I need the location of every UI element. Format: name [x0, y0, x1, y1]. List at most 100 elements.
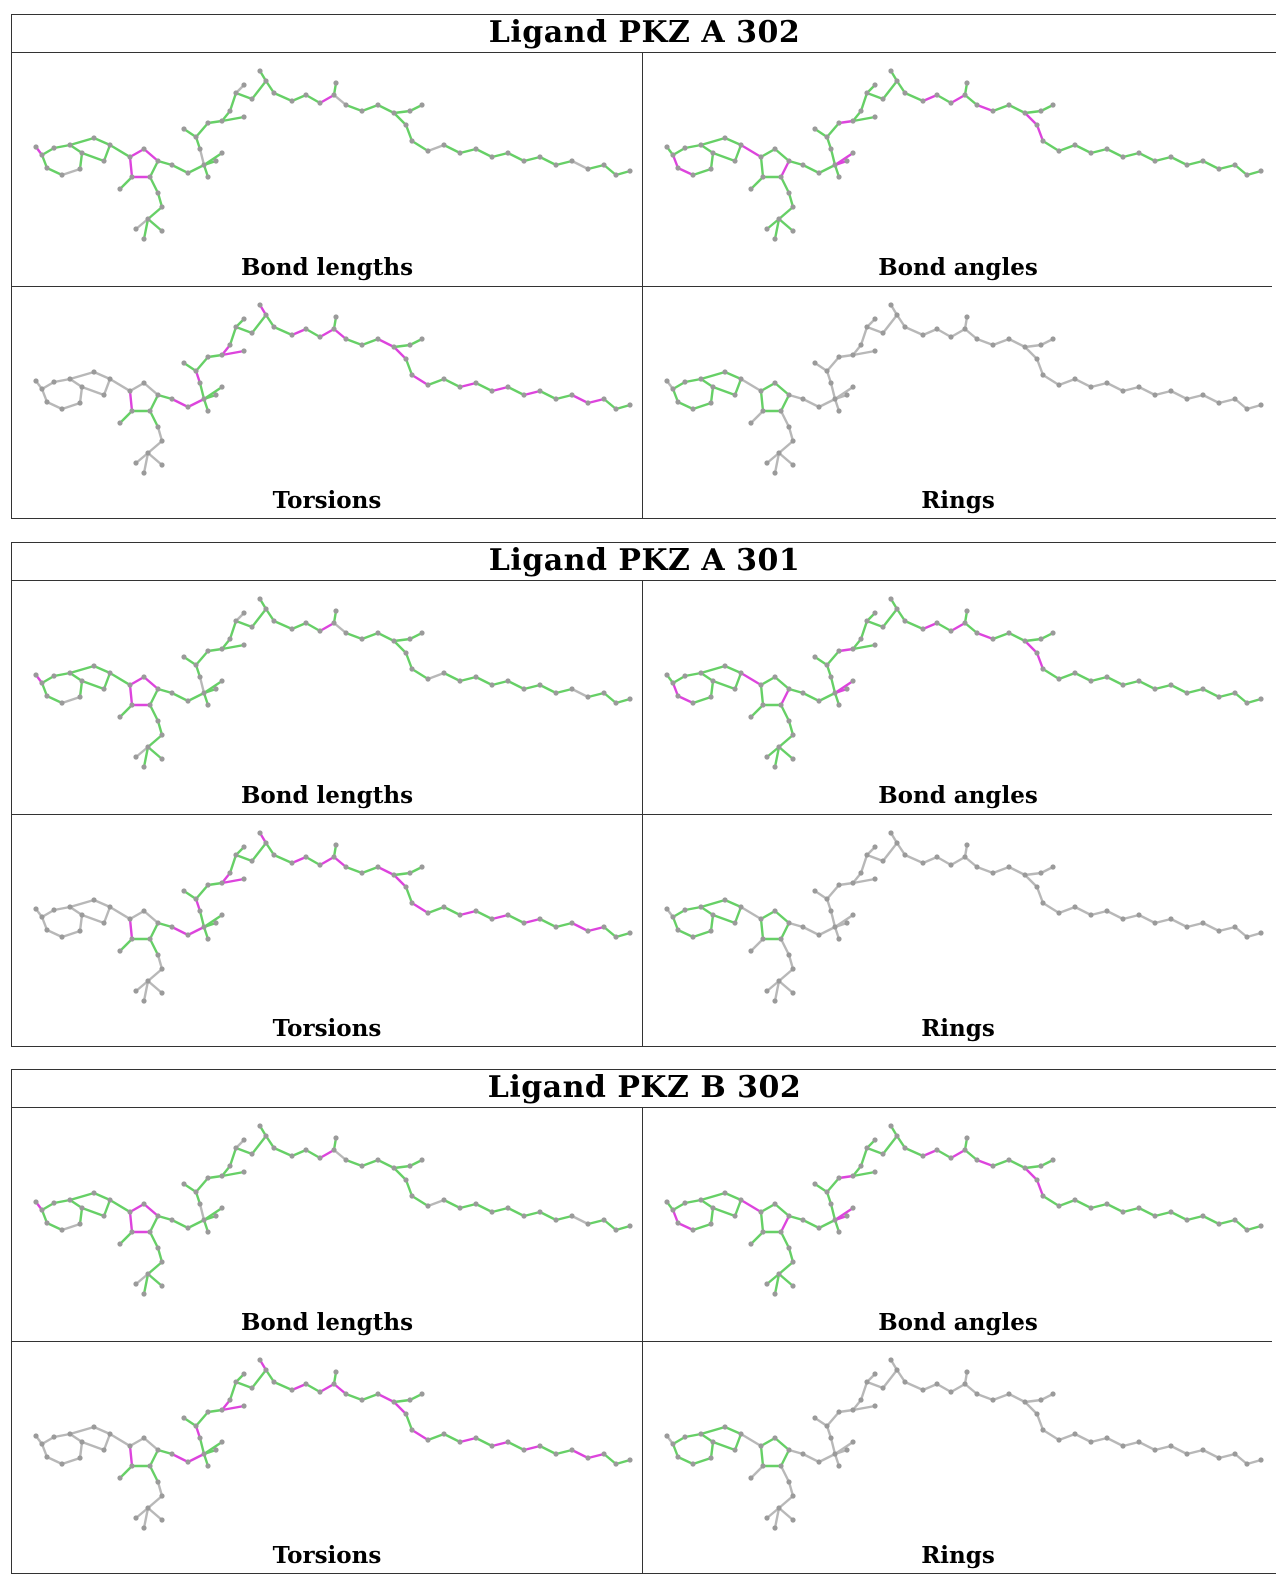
atom: [902, 852, 908, 858]
atom: [850, 646, 856, 652]
atom: [441, 1197, 447, 1203]
atom: [962, 326, 968, 332]
atom: [844, 920, 850, 926]
bond: [360, 865, 380, 875]
bond: [749, 937, 765, 953]
atom: [872, 1137, 878, 1143]
bond: [1201, 1214, 1221, 1226]
atom: [521, 158, 527, 164]
atom: [1258, 930, 1264, 936]
atom: [33, 378, 39, 384]
bond: [779, 409, 791, 429]
atom: [690, 700, 696, 706]
bond: [963, 1148, 979, 1162]
bond: [148, 393, 160, 413]
atom: [812, 126, 818, 132]
bond: [146, 733, 164, 749]
bond: [779, 1214, 791, 1234]
bond: [865, 853, 885, 863]
bond: [506, 1206, 526, 1218]
bond: [522, 1444, 542, 1452]
bond: [709, 151, 715, 171]
molecule-diagram: [664, 1123, 1264, 1297]
atom: [828, 908, 834, 914]
atom: [263, 1133, 269, 1139]
bond: [1089, 1436, 1109, 1444]
atom: [1022, 638, 1028, 644]
bond: [773, 909, 791, 925]
atom: [67, 904, 73, 910]
bond: [1073, 143, 1093, 155]
bond: [1023, 639, 1039, 655]
atom: [698, 670, 704, 676]
atom: [664, 1199, 670, 1205]
bond: [723, 664, 743, 675]
bond: [142, 147, 160, 163]
atom: [758, 916, 764, 922]
atom: [155, 158, 161, 164]
atom: [333, 80, 339, 86]
atom: [962, 1381, 968, 1387]
atom: [902, 1145, 908, 1151]
atom: [375, 102, 381, 108]
atom: [1050, 864, 1056, 870]
bond: [45, 928, 64, 939]
atom: [391, 638, 397, 644]
atom: [682, 673, 688, 679]
atom: [101, 920, 107, 926]
atom: [205, 354, 211, 360]
atom: [738, 670, 744, 676]
bond: [360, 103, 380, 113]
atom: [816, 932, 822, 938]
bond: [392, 873, 408, 889]
bond: [759, 1444, 765, 1468]
bond: [538, 683, 558, 695]
bond: [426, 671, 446, 681]
atom: [133, 460, 139, 466]
atom: [682, 145, 688, 151]
atom: [1072, 376, 1078, 382]
atom: [473, 1435, 479, 1441]
bond: [1023, 637, 1043, 643]
bond: [1023, 109, 1043, 115]
bond: [392, 637, 412, 643]
molecule-diagram: [664, 1357, 1264, 1531]
atom: [772, 1291, 778, 1297]
bond: [134, 451, 150, 465]
atom: [117, 714, 123, 720]
bond: [134, 1506, 150, 1520]
bond: [699, 664, 727, 675]
atom: [145, 450, 151, 456]
bond: [344, 865, 364, 875]
atom: [710, 384, 716, 390]
atom: [219, 118, 225, 124]
atom: [872, 610, 878, 616]
bond: [975, 631, 995, 641]
atom: [359, 342, 365, 348]
atom: [419, 102, 425, 108]
atom: [1168, 388, 1174, 394]
atom: [764, 754, 770, 760]
atom: [1040, 900, 1046, 906]
atom: [1034, 1177, 1040, 1183]
atom: [708, 928, 714, 934]
bond: [691, 1456, 713, 1466]
atom: [67, 1431, 73, 1437]
bond: [903, 1380, 925, 1392]
bond: [68, 898, 96, 909]
bond: [228, 1380, 238, 1402]
atom: [155, 1479, 161, 1485]
atom: [858, 1397, 864, 1403]
atom: [786, 1479, 792, 1485]
bond: [963, 327, 979, 341]
bond: [442, 1198, 462, 1210]
atom: [391, 1399, 397, 1405]
atom: [698, 1197, 704, 1203]
atom: [473, 1201, 479, 1207]
bond: [194, 1176, 210, 1194]
panel-torsions: Torsions: [12, 814, 642, 1047]
atom: [505, 384, 511, 390]
bond: [586, 1452, 606, 1460]
atom: [77, 400, 83, 406]
bond: [376, 865, 396, 877]
